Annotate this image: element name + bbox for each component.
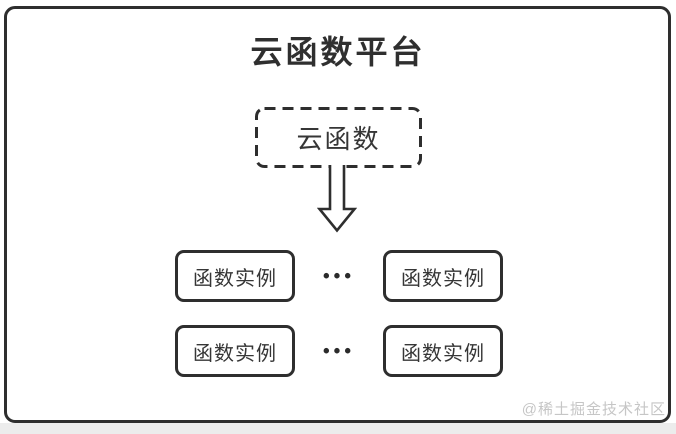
ellipsis-icon: •••: [323, 266, 355, 287]
function-instance-label: 函数实例: [193, 342, 277, 365]
function-instance-box: 函数实例: [175, 250, 295, 302]
diagram-title: 云函数平台: [250, 34, 426, 70]
ellipsis-icon: •••: [323, 341, 355, 362]
function-instance-box: 函数实例: [175, 325, 295, 377]
function-instance-label: 函数实例: [401, 342, 485, 365]
cloud-function-label: 云函数: [296, 124, 381, 154]
function-instance-box: 函数实例: [383, 250, 503, 302]
function-instance-box: 函数实例: [383, 325, 503, 377]
watermark: @稀土掘金技术社区: [521, 401, 666, 418]
function-instance-label: 函数实例: [193, 267, 277, 290]
cloud-function-box: 云函数: [255, 107, 422, 168]
function-instance-label: 函数实例: [401, 267, 485, 290]
down-arrow-icon: [317, 165, 357, 233]
